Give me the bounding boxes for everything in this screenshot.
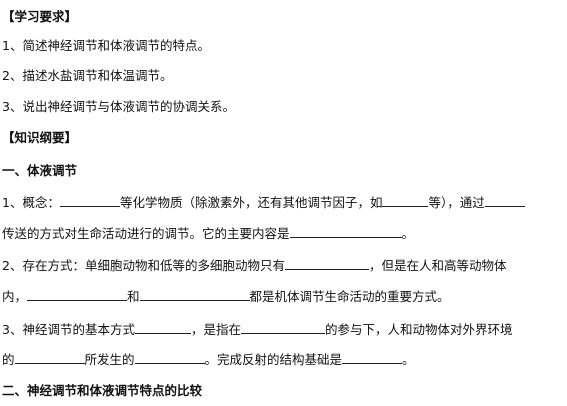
blank-field: [484, 193, 525, 207]
blank-field: [240, 320, 325, 334]
neural-cont-text: 的: [2, 352, 15, 367]
blank-field: [134, 350, 205, 364]
neural-cont-text-3: 。完成反射的结构基础是: [204, 352, 343, 367]
existence-cont-label: 内，: [2, 289, 28, 304]
blank-field: [14, 350, 85, 364]
concept-text: 等化学物质（除激素外，还有其他调节因子，如: [119, 195, 383, 210]
concept-text-2: 等），通过: [428, 195, 485, 210]
section-heading-comparison: 二、神经调节和体液调节特点的比较: [2, 383, 203, 398]
requirement-item-2: 2、描述水盐调节和体温调节。: [2, 68, 173, 83]
blank-field: [342, 350, 403, 364]
knowledge-outline-title: 【知识纲要】: [2, 130, 78, 145]
paragraph-existence-cont: 内， 和 都是机体调节生命活动的重要方式。: [2, 287, 564, 305]
existence-text: 2、存在方式：单细胞动物和低等的多细胞动物只有: [2, 258, 285, 273]
conjunction: 和: [127, 289, 140, 304]
neural-text-3: 的参与下，人和动物体对外界环境: [324, 322, 513, 337]
neural-cont-text-2: 所发生的: [84, 352, 135, 367]
concept-cont-text: 传送的方式对生命活动进行的调节。它的主要内容是: [2, 226, 290, 241]
blank-field: [134, 320, 191, 334]
blank-field: [59, 193, 120, 207]
blank-field: [27, 287, 128, 301]
paragraph-concept: 1、概念： 等化学物质（除激素外，还有其他调节因子，如 等），通过: [2, 193, 564, 211]
blank-field: [284, 256, 369, 270]
section-heading-humoral-regulation: 一、体液调节: [2, 163, 78, 178]
punctuation: 。: [401, 226, 415, 241]
paragraph-neural-regulation: 3、神经调节的基本方式 ，是指在 的参与下，人和动物体对外界环境: [2, 320, 564, 338]
punctuation: 。: [402, 352, 415, 367]
concept-label: 1、概念：: [2, 195, 60, 210]
existence-text-2: ，但是在人和高等动物体: [368, 258, 507, 273]
existence-cont-text: 都是机体调节生命活动的重要方式。: [249, 289, 450, 304]
neural-text: 3、神经调节的基本方式: [2, 322, 135, 337]
blank-field: [289, 224, 402, 238]
neural-text-2: ，是指在: [190, 322, 241, 337]
blank-field: [382, 193, 429, 207]
paragraph-concept-cont: 传送的方式对生命活动进行的调节。它的主要内容是 。: [2, 224, 564, 242]
blank-field: [139, 287, 250, 301]
paragraph-existence: 2、存在方式：单细胞动物和低等的多细胞动物只有 ，但是在人和高等动物体: [2, 256, 564, 274]
requirement-item-1: 1、简述神经调节和体液调节的特点。: [2, 38, 210, 53]
paragraph-neural-regulation-cont: 的 所发生的 。完成反射的结构基础是 。: [2, 350, 564, 368]
study-requirements-title: 【学习要求】: [2, 9, 78, 24]
requirement-item-3: 3、说出神经调节与体液调节的协调关系。: [2, 99, 235, 114]
